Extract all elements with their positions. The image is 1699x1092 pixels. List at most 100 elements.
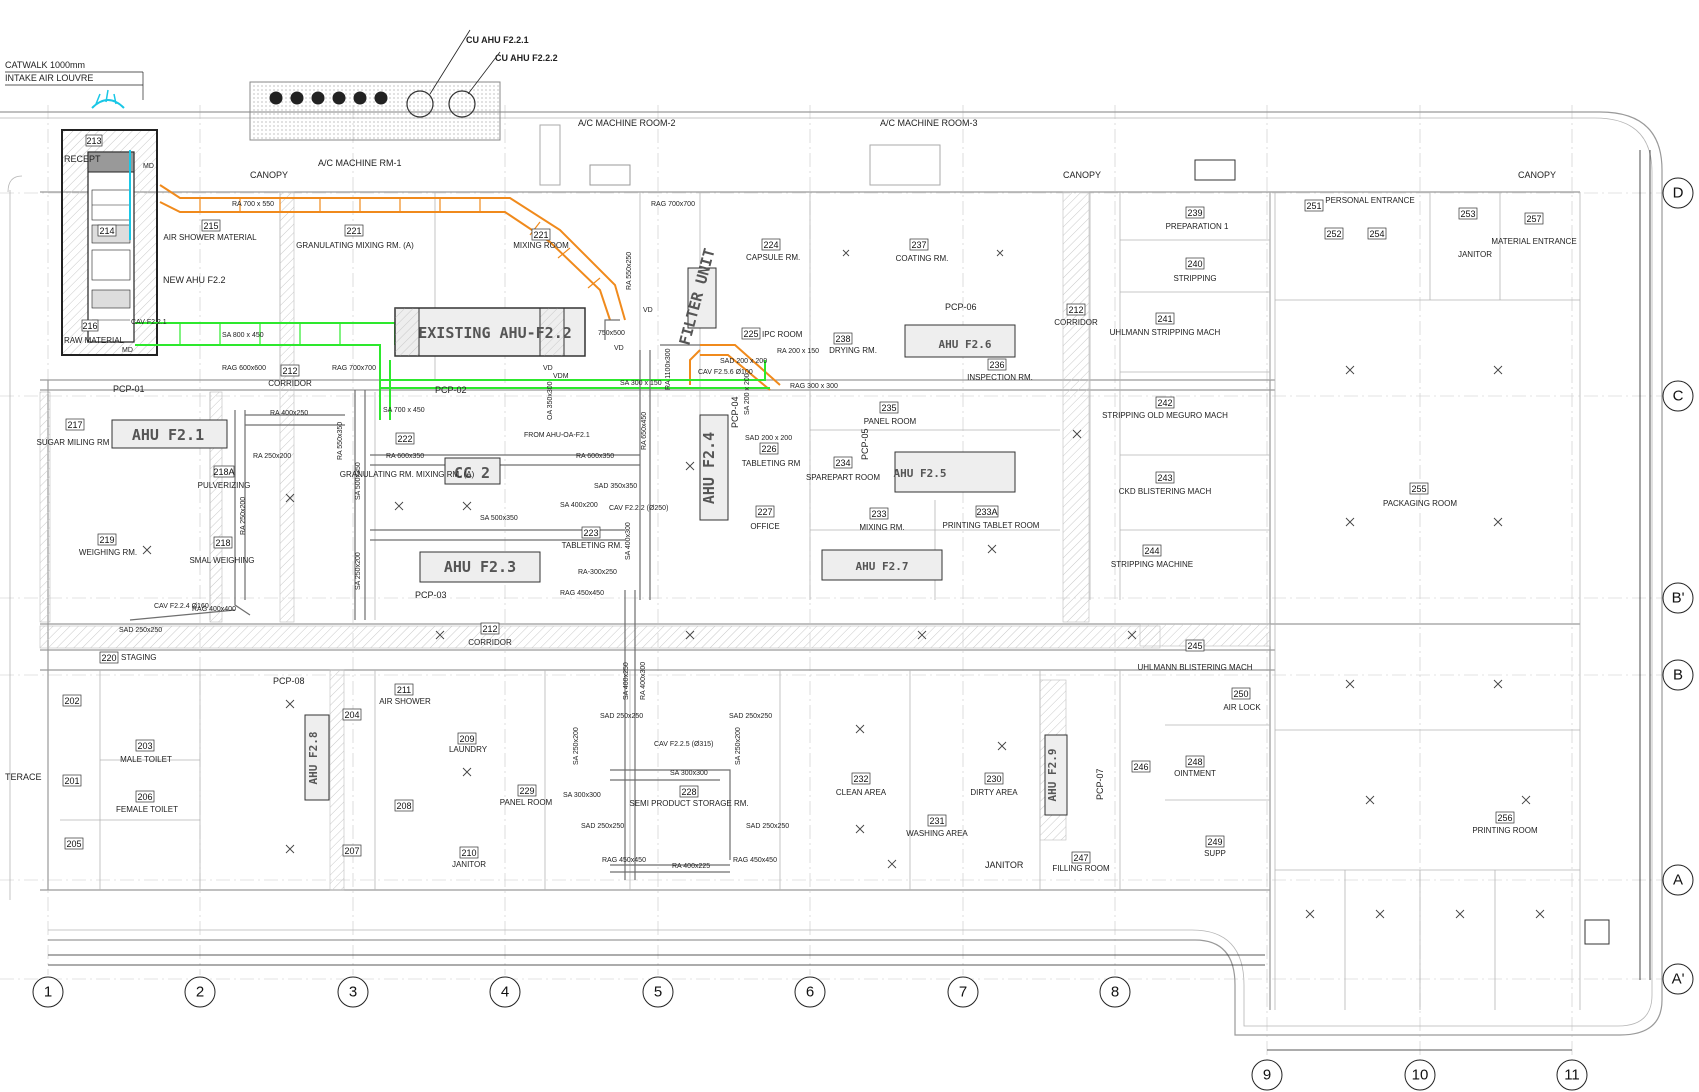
- janitor-label: JANITOR: [985, 860, 1024, 870]
- svg-text:750x500: 750x500: [598, 330, 625, 337]
- svg-text:CKD BLISTERING MACH: CKD BLISTERING MACH: [1119, 487, 1212, 496]
- svg-text:STRIPPING MACHINE: STRIPPING MACHINE: [1111, 560, 1193, 569]
- grid-label: 4: [501, 984, 509, 1001]
- room-tag: 202: [62, 694, 82, 707]
- svg-text:212: 212: [1068, 305, 1083, 315]
- svg-text:233: 233: [871, 509, 886, 519]
- svg-text:DIRTY AREA: DIRTY AREA: [970, 788, 1018, 797]
- svg-text:CAV F2.2.1: CAV F2.2.1: [131, 319, 167, 326]
- pcp-label: PCP-06: [945, 302, 977, 312]
- svg-text:SAD 250x250: SAD 250x250: [746, 823, 789, 830]
- svg-text:CAV F2.2.5 (Ø315): CAV F2.2.5 (Ø315): [654, 741, 713, 748]
- svg-text:CORRIDOR: CORRIDOR: [1054, 318, 1098, 327]
- canopy-label: CANOPY: [250, 170, 288, 180]
- ac-room-label: A/C MACHINE ROOM-2: [578, 118, 676, 128]
- svg-text:SAD 200 x 200: SAD 200 x 200: [745, 435, 792, 442]
- svg-text:232: 232: [853, 774, 868, 784]
- svg-text:STRIPPING: STRIPPING: [1173, 274, 1216, 283]
- svg-text:UHLMANN BLISTERING MACH: UHLMANN BLISTERING MACH: [1137, 663, 1252, 672]
- svg-text:SA 200 x 200: SA 200 x 200: [744, 373, 751, 415]
- svg-text:CAPSULE RM.: CAPSULE RM.: [746, 253, 800, 262]
- room-tag: 214: [97, 224, 117, 237]
- svg-text:233A: 233A: [976, 507, 997, 517]
- svg-text:243: 243: [1157, 473, 1172, 483]
- pcp-label: PCP-02: [435, 385, 467, 395]
- equipment-label: AHU F2.6: [939, 338, 992, 351]
- pcp-label: PCP-05: [860, 428, 870, 460]
- svg-text:225: 225: [743, 329, 758, 339]
- pcp-label: PCP-01: [113, 384, 145, 394]
- equipment-label: AHU F2.9: [1046, 749, 1059, 802]
- svg-text:240: 240: [1187, 259, 1202, 269]
- svg-text:SA 300x300: SA 300x300: [563, 792, 601, 799]
- equipment-label: AHU F2.8: [307, 732, 320, 785]
- svg-text:SA 250x200: SA 250x200: [355, 552, 362, 590]
- svg-text:CAV F2.2.4 Ø160: CAV F2.2.4 Ø160: [154, 603, 209, 610]
- svg-text:SA 300 x 150: SA 300 x 150: [620, 380, 662, 387]
- svg-text:SAD 250x250: SAD 250x250: [600, 713, 643, 720]
- svg-text:201: 201: [64, 776, 79, 786]
- svg-text:234: 234: [835, 458, 850, 468]
- svg-text:241: 241: [1157, 314, 1172, 324]
- svg-text:SA 700 x 450: SA 700 x 450: [383, 407, 425, 414]
- top-notes: CATWALK 1000mm INTAKE AIR LOUVRE CU AHU …: [5, 35, 558, 83]
- svg-text:RAW MATERIAL: RAW MATERIAL: [64, 336, 125, 345]
- duct-labels: RA 700 x 550 SA 800 x 450 CAV F2.2.1 RAG…: [119, 201, 838, 870]
- svg-text:VD: VD: [643, 307, 653, 314]
- svg-text:WASHING AREA: WASHING AREA: [906, 829, 968, 838]
- svg-text:238: 238: [835, 334, 850, 344]
- svg-text:VDM: VDM: [553, 373, 569, 380]
- svg-text:GRANULATING MIXING RM. (A): GRANULATING MIXING RM. (A): [296, 241, 414, 250]
- svg-text:PACKAGING ROOM: PACKAGING ROOM: [1383, 499, 1457, 508]
- svg-text:229: 229: [519, 786, 534, 796]
- svg-text:251: 251: [1306, 201, 1321, 211]
- grid-label: C: [1673, 388, 1684, 405]
- svg-text:210: 210: [461, 848, 476, 858]
- svg-text:RA 1100x300: RA 1100x300: [665, 348, 672, 390]
- svg-text:UHLMANN STRIPPING MACH: UHLMANN STRIPPING MACH: [1110, 328, 1221, 337]
- svg-text:RAG 450x450: RAG 450x450: [602, 857, 646, 864]
- svg-text:RAG 700x700: RAG 700x700: [651, 201, 695, 208]
- grid-label: B': [1672, 590, 1685, 607]
- svg-text:211: 211: [397, 685, 411, 695]
- note-cu-ahu-1: CU AHU F2.2.1: [466, 35, 529, 45]
- grid-label: 9: [1263, 1067, 1271, 1084]
- room-tag: 207: [342, 844, 362, 857]
- svg-text:226: 226: [761, 444, 776, 454]
- svg-text:242: 242: [1157, 398, 1172, 408]
- svg-text:CORRIDOR: CORRIDOR: [468, 638, 512, 647]
- diffuser-markers: [142, 249, 1545, 919]
- svg-text:RA 650x450: RA 650x450: [641, 412, 648, 450]
- svg-text:249: 249: [1207, 837, 1222, 847]
- note-catwalk: CATWALK 1000mm: [5, 60, 85, 70]
- svg-text:221: 221: [533, 230, 548, 240]
- svg-text:JANITOR: JANITOR: [452, 860, 486, 869]
- svg-text:204: 204: [344, 710, 359, 720]
- svg-text:SA 400x250: SA 400x250: [623, 662, 630, 700]
- svg-text:250: 250: [1233, 689, 1248, 699]
- svg-text:CAV F2.2.2 (Ø250): CAV F2.2.2 (Ø250): [609, 505, 668, 512]
- grid-label: 8: [1111, 984, 1119, 1001]
- svg-text:WEIGHING RM.: WEIGHING RM.: [79, 548, 137, 557]
- svg-text:RA 250x200: RA 250x200: [240, 497, 247, 535]
- terrace-label: TERACE: [5, 772, 42, 782]
- svg-text:237: 237: [911, 240, 926, 250]
- note-intake-louvre: INTAKE AIR LOUVRE: [5, 73, 93, 83]
- svg-text:215: 215: [203, 221, 218, 231]
